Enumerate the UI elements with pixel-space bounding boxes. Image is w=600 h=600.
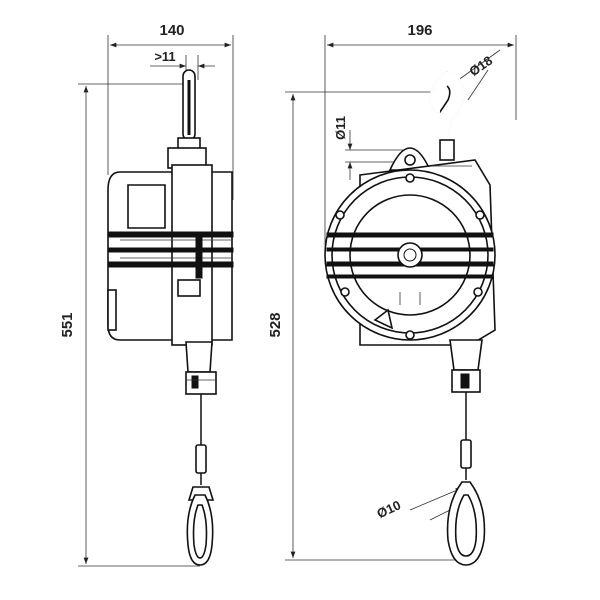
width-label: 140 (159, 22, 184, 39)
height-label: 551 (59, 312, 76, 337)
dimension-eye-diameter: Ø11 (333, 116, 405, 180)
side-cable-outlet (185, 341, 217, 395)
dimension-width-140: 140 (107, 22, 234, 200)
dimension-height-528: 528 (267, 91, 460, 561)
dimension-height-551: 551 (59, 83, 200, 567)
width-label: 196 (407, 22, 432, 39)
front-drum (324, 169, 496, 341)
eye-diameter-label: Ø11 (333, 116, 348, 140)
front-hook (428, 71, 465, 161)
side-housing (107, 147, 234, 346)
side-carabiner (186, 494, 214, 566)
offset-label: >11 (154, 49, 175, 64)
front-carabiner (446, 481, 486, 566)
side-cable (187, 394, 215, 501)
side-view: 140 >11 551 (59, 22, 234, 567)
dimension-width-196: 196 (324, 22, 517, 245)
front-view: 196 Ø18 Ø11 528 (267, 22, 517, 566)
front-cable (460, 392, 472, 480)
height-label: 528 (267, 312, 284, 337)
side-hook (177, 69, 201, 153)
cable-diameter-label: Ø10 (374, 497, 403, 521)
front-cable-outlet (449, 339, 483, 393)
